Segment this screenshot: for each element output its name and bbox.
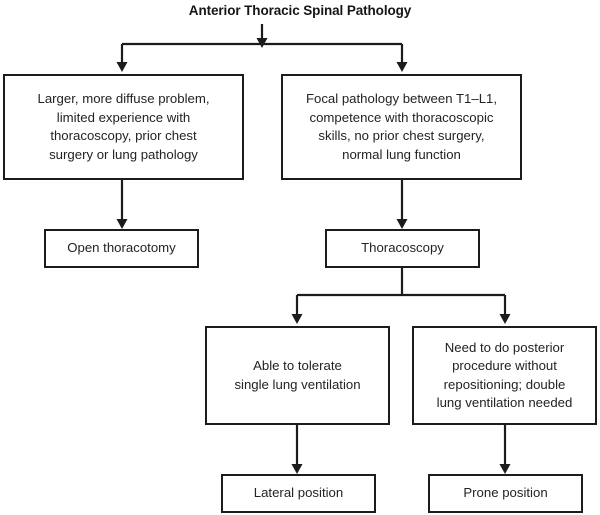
node-right-criteria-label: Focal pathology between T1–L1, competenc… bbox=[305, 91, 498, 162]
node-double-lung-ventilation[interactable]: Need to do posterior procedure without r… bbox=[412, 326, 597, 425]
node-prone-position-label: Prone position bbox=[463, 485, 548, 501]
node-lateral-position[interactable]: Lateral position bbox=[221, 474, 376, 513]
node-thoracoscopy-label: Thoracoscopy bbox=[361, 240, 444, 256]
node-single-lung-ventilation[interactable]: Able to tolerate single lung ventilation bbox=[205, 326, 390, 425]
node-thoracoscopy[interactable]: Thoracoscopy bbox=[325, 229, 480, 268]
node-double-lung-ventilation-label: Need to do posterior procedure without r… bbox=[436, 339, 573, 411]
arrowhead-split-to-single-lung bbox=[291, 314, 303, 324]
node-open-thoracotomy-label: Open thoracotomy bbox=[67, 240, 176, 256]
arrowhead-right-criteria-to-thoracoscopy bbox=[396, 219, 408, 229]
arrowhead-title-to-split bbox=[256, 38, 268, 48]
diagram-title: Anterior Thoracic Spinal Pathology bbox=[188, 3, 412, 18]
arrowhead-split-to-left bbox=[116, 62, 128, 72]
arrowhead-single-lung-to-lateral bbox=[291, 464, 303, 474]
node-single-lung-ventilation-label: Able to tolerate single lung ventilation bbox=[234, 358, 361, 392]
node-left-criteria-label: Larger, more diffuse problem, limited ex… bbox=[37, 91, 210, 162]
arrowhead-split-to-right bbox=[396, 62, 408, 72]
node-left-criteria[interactable]: Larger, more diffuse problem, limited ex… bbox=[3, 74, 244, 180]
node-open-thoracotomy[interactable]: Open thoracotomy bbox=[44, 229, 199, 268]
node-right-criteria[interactable]: Focal pathology between T1–L1, competenc… bbox=[281, 74, 522, 180]
arrowhead-left-criteria-to-thoracotomy bbox=[116, 219, 128, 229]
arrowhead-double-lung-to-prone bbox=[499, 464, 511, 474]
node-lateral-position-label: Lateral position bbox=[253, 485, 344, 501]
arrowhead-split-to-double-lung bbox=[499, 314, 511, 324]
node-prone-position[interactable]: Prone position bbox=[428, 474, 583, 513]
